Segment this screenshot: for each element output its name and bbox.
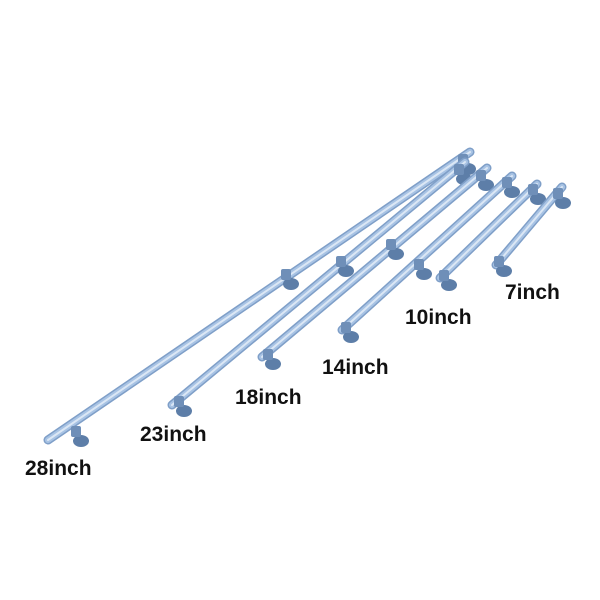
clip [553,188,563,199]
suction-cup [388,248,404,260]
tube [171,161,466,406]
tube [495,186,563,266]
suction-cup [496,265,512,277]
suction-cup [343,331,359,343]
clip [71,426,81,437]
suction-cup [441,279,457,291]
suction-cup [530,193,546,205]
rod-label-7: 7inch [505,281,560,304]
suction-cup [416,268,432,280]
clip [502,177,512,188]
suction-cup [338,265,354,277]
clip [454,164,464,175]
clip [281,269,291,280]
clip [494,256,504,267]
tube [261,167,488,358]
rod-label-10: 10inch [405,306,472,329]
clip [174,396,184,407]
air-rod-10inch [435,179,546,291]
rod-label-28: 28inch [25,457,92,480]
suction-cup [265,358,281,370]
clip [263,349,273,360]
clip [386,239,396,250]
rod-label-23: 23inch [140,423,207,446]
clip [476,170,486,181]
suction-cup [73,435,89,447]
suction-cup [504,186,520,198]
tube [341,175,513,331]
tube [47,151,471,441]
rod-label-14: 14inch [322,356,389,379]
suction-cup [478,179,494,191]
clip [528,184,538,195]
rod-label-18: 18inch [235,386,302,409]
air-rod-14inch [337,171,520,343]
clip [336,256,346,267]
clip [414,259,424,270]
clip [439,270,449,281]
suction-cup [283,278,299,290]
clip [341,322,351,333]
air-rod-23inch [167,157,472,417]
suction-cup [176,405,192,417]
tube [439,183,538,279]
air-rod-18inch [257,163,494,370]
air-rod-7inch [491,182,571,277]
suction-cup [555,197,571,209]
